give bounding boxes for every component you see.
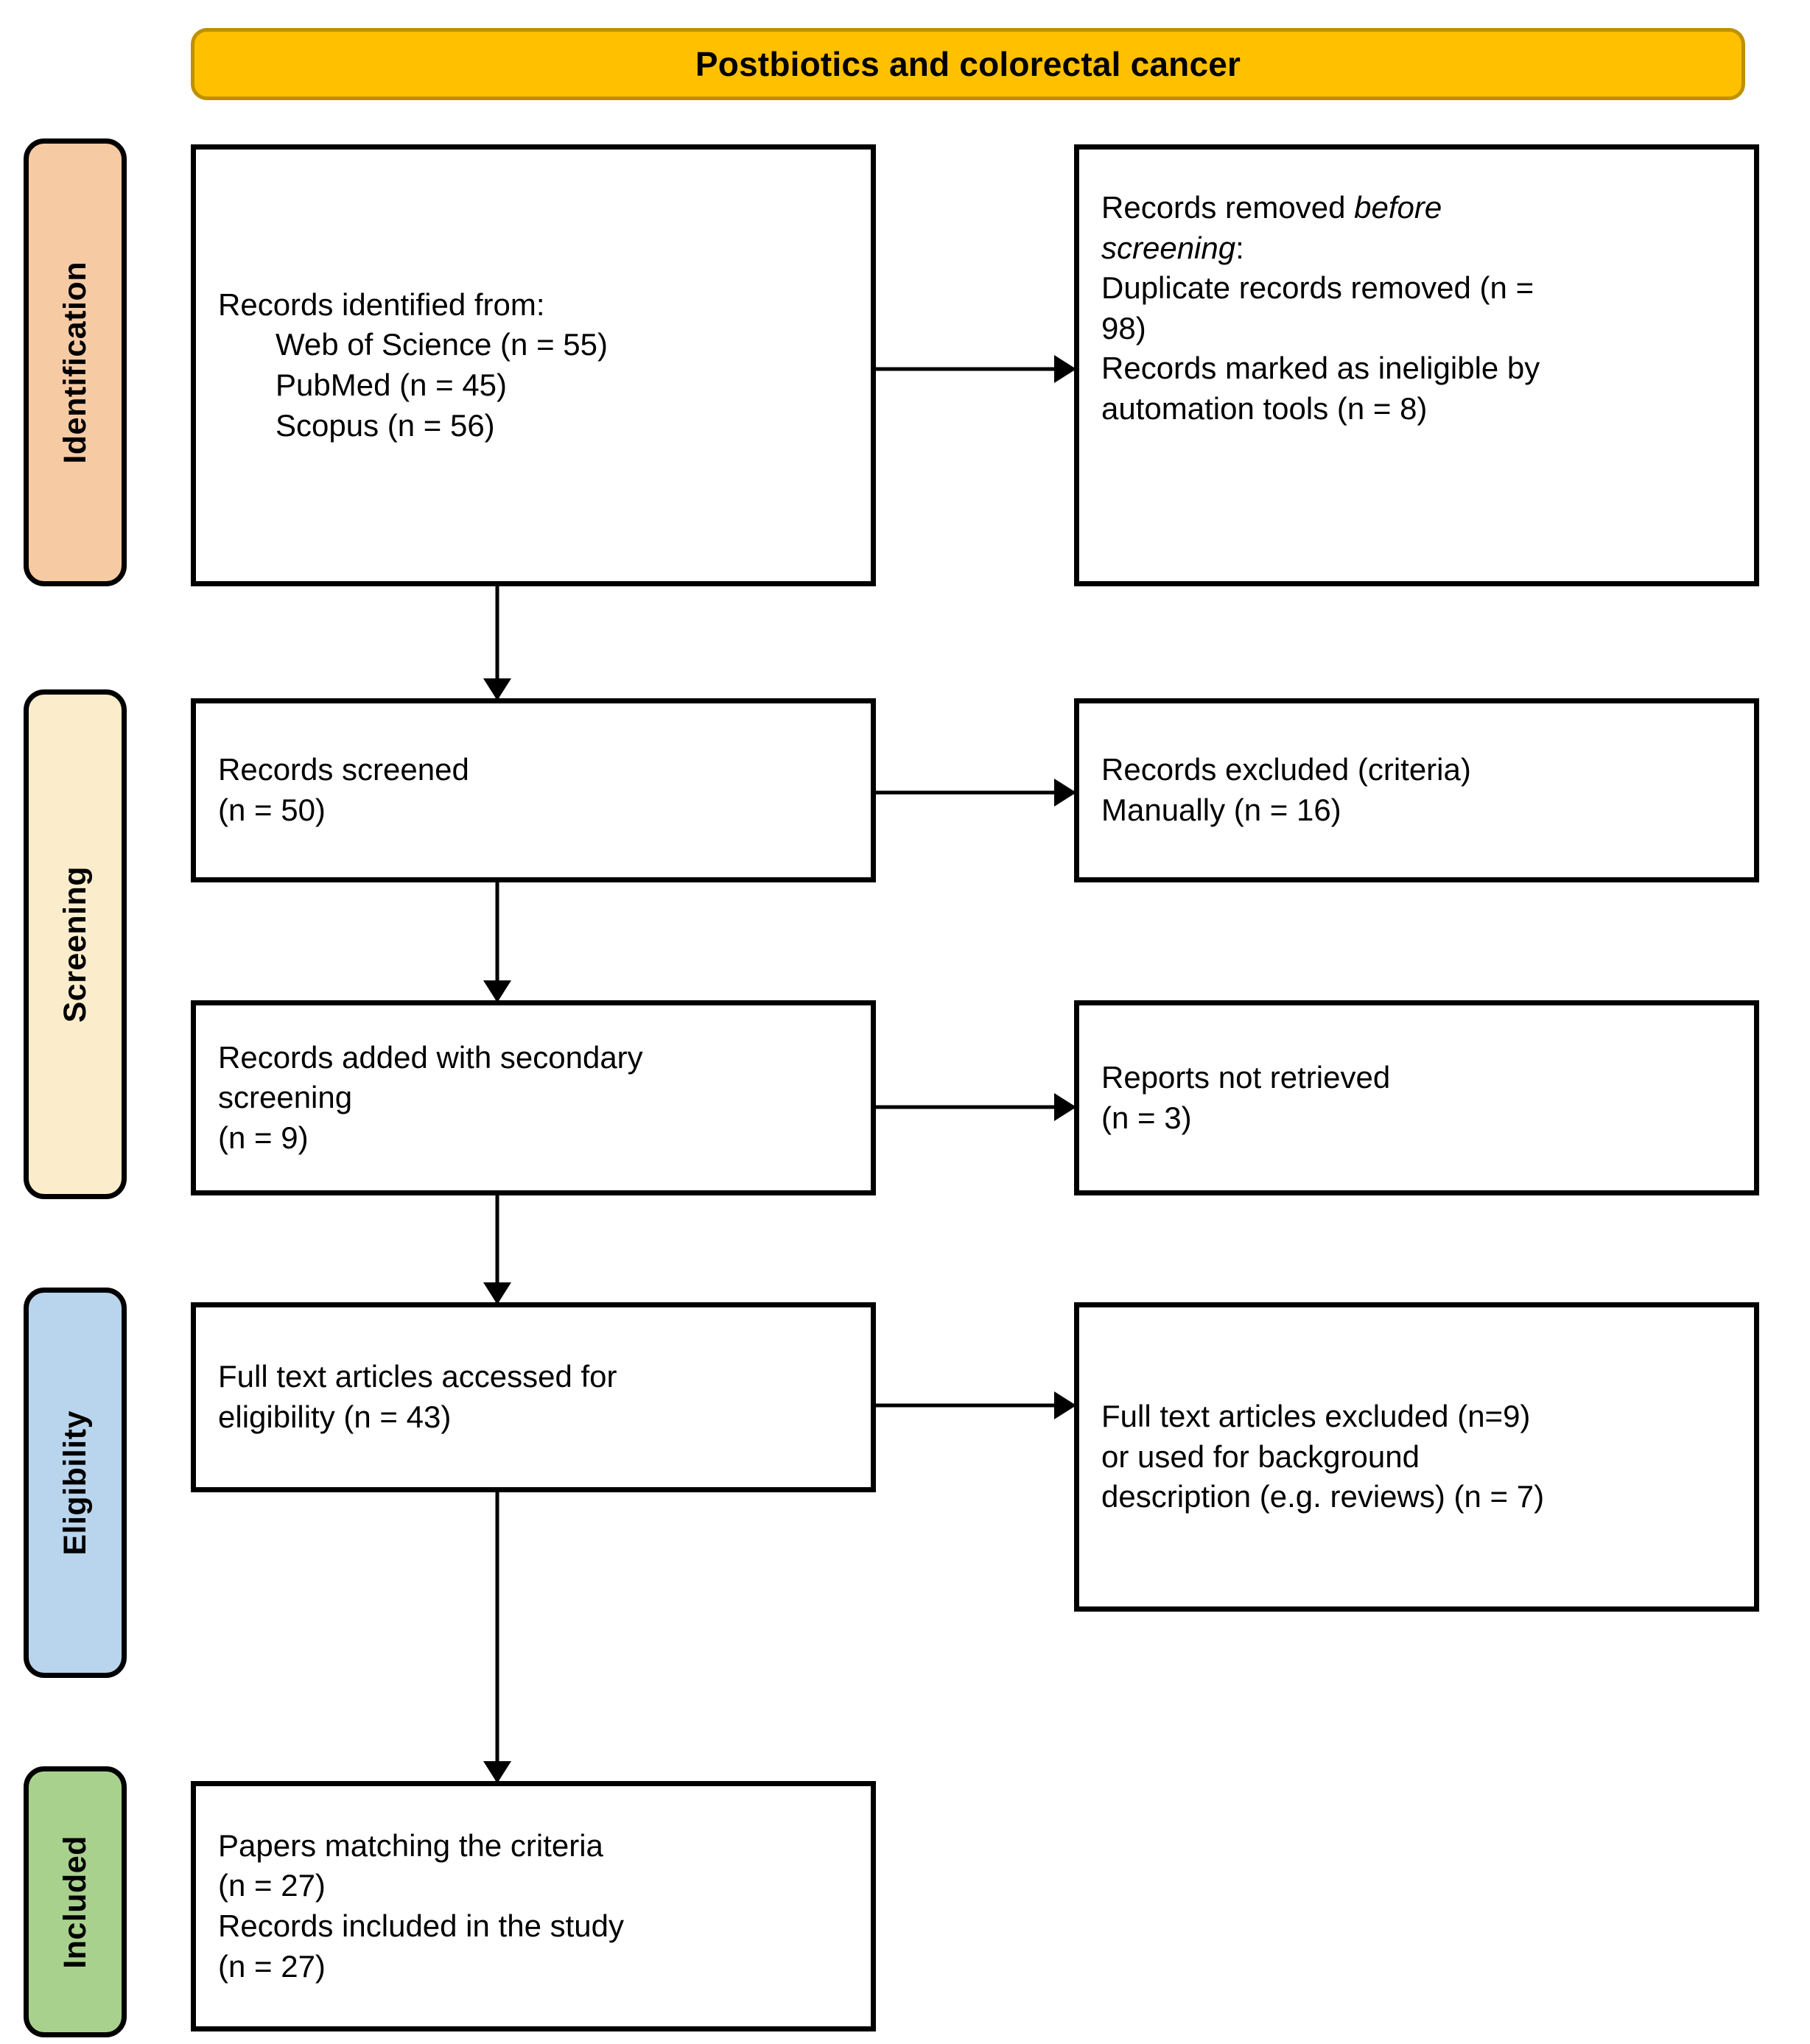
node-secondary-line-3: (n = 9) (218, 1120, 309, 1155)
arrow-identified-to-screened-icon (483, 586, 512, 700)
node-records-identified-line-3: PubMed (n = 45) (276, 368, 508, 402)
node-not-retrieved-line-2: (n = 3) (1101, 1100, 1192, 1135)
node-not-retrieved-line-1: Reports not retrieved (1101, 1059, 1391, 1095)
stage-label-identification: Identification (24, 138, 127, 586)
arrow-head (1054, 355, 1076, 383)
stage-label-screening: Screening (24, 689, 127, 1199)
stage-label-screening-text: Screening (57, 865, 93, 1023)
arrow-shaft (495, 882, 499, 1002)
diagram-title-banner: Postbiotics and colorectal cancer (191, 28, 1745, 100)
node-records-included-line-4: (n = 27) (218, 1948, 326, 1984)
stage-label-eligibility-text: Eligibility (57, 1410, 93, 1556)
node-records-removed-line-1: Records removed before (1101, 188, 1732, 228)
node-records-screened: Records screened (n = 50) (191, 698, 876, 882)
arrow-screened-to-secondary-icon (483, 882, 512, 1002)
node-records-removed: Records removed before screening: Duplic… (1074, 144, 1759, 586)
arrow-head (483, 980, 511, 1002)
node-secondary-line-1: Records added with secondary (218, 1039, 643, 1075)
node-records-included: Papers matching the criteria (n = 27) Re… (191, 1781, 876, 2031)
arrow-head (483, 1282, 511, 1304)
stage-label-included: Included (24, 1766, 127, 2037)
diagram-title: Postbiotics and colorectal cancer (695, 45, 1241, 83)
node-records-included-line-1: Papers matching the criteria (218, 1827, 603, 1863)
node-full-text-accessed-line-1: Full text articles accessed for (218, 1359, 617, 1394)
node-records-removed-line-6: automation tools (n = 8) (1101, 390, 1428, 426)
node-records-included-line-3: Records included in the study (218, 1908, 624, 1943)
node-records-removed-line-1-italic: before (1354, 190, 1442, 225)
arrow-shaft (495, 1195, 499, 1304)
arrow-shaft (876, 367, 1076, 371)
node-records-included-line-2: (n = 27) (218, 1868, 326, 1903)
stage-label-identification-text: Identification (57, 261, 93, 464)
arrow-shaft (876, 790, 1076, 795)
arrow-fulltext-to-included-icon (483, 1492, 512, 1783)
node-records-removed-line-3: Duplicate records removed (n = (1101, 270, 1534, 306)
arrow-shaft (876, 1403, 1076, 1408)
stage-label-eligibility: Eligibility (24, 1288, 127, 1678)
node-full-text-excluded: Full text articles excluded (n=9) or use… (1074, 1302, 1759, 1612)
node-records-excluded-line-2: Manually (n = 16) (1101, 793, 1341, 827)
node-records-removed-line-2: screening: (1101, 228, 1732, 269)
node-records-screened-line-1: Records screened (218, 752, 469, 787)
arrow-screened-to-excluded-icon (876, 778, 1076, 807)
arrow-head (1054, 1391, 1076, 1419)
node-records-identified-line-4: Scopus (n = 56) (276, 407, 495, 443)
arrow-shaft (876, 1105, 1076, 1109)
node-records-identified-line-2: Web of Science (n = 55) (276, 327, 608, 362)
arrow-fulltext-to-excluded-icon (876, 1391, 1076, 1420)
node-full-text-accessed-line-2: eligibility (n = 43) (218, 1399, 452, 1434)
node-records-added-secondary-screening: Records added with secondary screening (… (191, 1000, 876, 1195)
arrow-identified-to-removed-icon (876, 354, 1076, 384)
node-full-text-excluded-line-3: description (e.g. reviews) (n = 7) (1101, 1479, 1545, 1514)
node-records-identified: Records identified from: Web of Science … (191, 144, 876, 586)
node-records-removed-line-2-italic: screening (1101, 230, 1236, 265)
node-full-text-excluded-line-1: Full text articles excluded (n=9) (1101, 1399, 1531, 1434)
arrow-head (1054, 779, 1076, 807)
node-full-text-excluded-line-2: or used for background (1101, 1439, 1420, 1474)
node-reports-not-retrieved: Reports not retrieved (n = 3) (1074, 1000, 1759, 1195)
arrow-shaft (495, 1492, 499, 1783)
node-records-removed-line-1-a: Records removed (1101, 190, 1355, 225)
node-records-excluded: Records excluded (criteria) Manually (n … (1074, 698, 1759, 882)
stage-label-included-text: Included (57, 1835, 93, 1969)
arrow-head (1054, 1093, 1076, 1121)
arrow-head (483, 678, 511, 700)
node-secondary-line-2: screening (218, 1080, 353, 1115)
node-records-excluded-line-1: Records excluded (criteria) (1101, 752, 1471, 787)
arrow-secondary-to-not-retrieved-icon (876, 1092, 1076, 1122)
node-records-removed-line-5: Records marked as ineligible by (1101, 351, 1540, 386)
arrow-secondary-to-fulltext-icon (483, 1195, 512, 1304)
arrow-shaft (495, 586, 499, 700)
node-full-text-accessed: Full text articles accessed for eligibil… (191, 1302, 876, 1492)
node-records-removed-line-2-colon: : (1235, 230, 1244, 265)
node-records-identified-line-1: Records identified from: (218, 287, 545, 322)
node-records-screened-line-2: (n = 50) (218, 793, 326, 827)
node-records-removed-line-4: 98) (1101, 310, 1146, 345)
arrow-head (483, 1761, 511, 1783)
